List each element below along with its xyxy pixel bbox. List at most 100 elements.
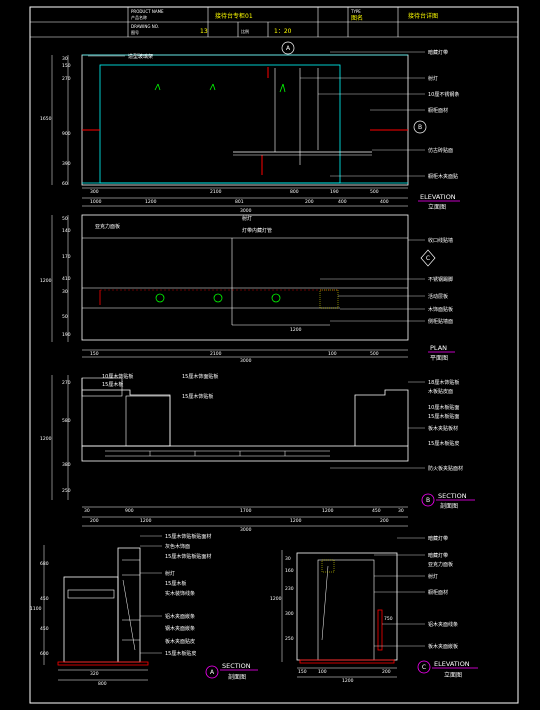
plan-dim-left-1: 50 bbox=[62, 216, 68, 222]
seca-dim-left-3: 450 bbox=[40, 596, 49, 602]
elc-dim-bot-4: 200 bbox=[382, 669, 391, 675]
plan-label-7: 木饰面贴板 bbox=[428, 306, 453, 313]
elev-dim-top-4: 190 bbox=[330, 189, 339, 195]
plan-label-2: 射灯 bbox=[242, 215, 252, 222]
elevation-outline bbox=[81, 54, 409, 186]
plan-dim-left-3: 170 bbox=[62, 254, 71, 260]
marker-b-right-label: B bbox=[418, 124, 422, 131]
secb-dim-left-3: 1200 bbox=[40, 436, 52, 442]
secb-dim-b-3: 1200 bbox=[290, 518, 302, 524]
seca-label-7: 铝木夹面嵌条 bbox=[165, 613, 195, 620]
seca-label-8: 钢木夹面嵌条 bbox=[165, 625, 195, 632]
secb-label-r2: 木板贴皮面 bbox=[428, 388, 453, 395]
section-a-wall bbox=[117, 547, 141, 663]
plan-label-3: 灯带内藏灯管 bbox=[242, 227, 272, 234]
seca-label-4: 射灯 bbox=[165, 570, 175, 577]
secb-dim-b-1: 200 bbox=[90, 518, 99, 524]
section-b-right-cabinet bbox=[354, 389, 409, 446]
plan-dim-inner: 1200 bbox=[290, 327, 302, 333]
secb-dim-b-2: 1200 bbox=[140, 518, 152, 524]
plan-dim-left-5: 30 bbox=[62, 289, 68, 295]
elev-dim-bot-6: 400 bbox=[380, 199, 389, 205]
elc-dim-bot-1: 150 bbox=[298, 669, 307, 675]
plan-dim-bot-1: 150 bbox=[90, 351, 99, 357]
section-a-title: SECTION bbox=[222, 662, 251, 670]
elc-dim-left-6: 1200 bbox=[270, 596, 282, 602]
secb-dim-total: 3000 bbox=[240, 527, 252, 533]
seca-label-10: 15厘木板贴皮 bbox=[165, 650, 196, 657]
section-marker-c bbox=[420, 249, 436, 267]
elev-dim-total: 3000 bbox=[240, 208, 252, 214]
plan-dim-bot-2: 2100 bbox=[210, 351, 222, 357]
plan-light-2 bbox=[213, 293, 223, 303]
elev-dim-bot-4: 200 bbox=[305, 199, 314, 205]
plan-outline bbox=[81, 214, 409, 341]
secb-label-r3: 10厘木板贴面 bbox=[428, 404, 459, 411]
elc-label-3: 亚克力面板 bbox=[428, 561, 453, 568]
marker-c-label: C bbox=[426, 255, 430, 262]
drawing-no: 13 bbox=[200, 28, 208, 35]
elevation-title: ELEVATION bbox=[420, 193, 456, 201]
plan-dim-left-6: 1200 bbox=[40, 278, 52, 284]
section-marker-a-top bbox=[281, 41, 295, 55]
elc-label-2: 暗藏灯带 bbox=[428, 552, 448, 559]
plan-label-4: 收口线贴墙 bbox=[428, 237, 453, 244]
title-block bbox=[30, 7, 518, 38]
elc-dim-left-3: 230 bbox=[285, 586, 294, 592]
type-value: 接待台详图 bbox=[408, 12, 438, 20]
product-name-cn: 产品名称 bbox=[131, 14, 147, 20]
type-label: TYPE bbox=[350, 9, 361, 14]
product-name: 接待台专柜01 bbox=[215, 12, 253, 20]
elc-dim-left-5: 250 bbox=[285, 636, 294, 642]
secb-dim-left-1: 270 bbox=[62, 380, 71, 386]
elev-dim-top-5: 500 bbox=[370, 189, 379, 195]
elev-dim-left-2: 150 bbox=[62, 63, 71, 69]
elev-label-6: 仿古砖贴面 bbox=[428, 147, 453, 154]
plan-label-6: 活动层板 bbox=[428, 293, 448, 300]
marker-c-bottom-label: C bbox=[422, 664, 426, 671]
section-b-title: SECTION bbox=[438, 492, 467, 500]
seca-label-3: 15厘木饰贴板贴面材 bbox=[165, 553, 211, 560]
plan-dim-left-7: 50 bbox=[62, 314, 68, 320]
plan-dim-left-4: 410 bbox=[62, 276, 71, 282]
product-name-label: PRODUCT NAME bbox=[131, 9, 164, 14]
marker-b-label: B bbox=[426, 497, 430, 504]
elc-dim-inner: 750 bbox=[384, 616, 393, 622]
section-a-subtitle: 剖面图 bbox=[228, 673, 246, 681]
seca-dim-left-4: 450 bbox=[40, 626, 49, 632]
elevation-subtitle: 立面图 bbox=[428, 203, 446, 211]
scale-cn: 比例 bbox=[241, 28, 249, 34]
elev-dim-bot-1: 1000 bbox=[90, 199, 102, 205]
marker-a-label: A bbox=[210, 669, 215, 676]
secb-dim-a-1: 30 bbox=[84, 508, 90, 514]
plan-dim-bot-3: 100 bbox=[328, 351, 337, 357]
plan-label-5: 不锈钢踢脚 bbox=[428, 276, 453, 283]
plan-dim-left-2: 140 bbox=[62, 228, 71, 234]
elc-label-6: 铝木夹面线条 bbox=[428, 621, 458, 628]
elev-dim-left-5: 390 bbox=[62, 161, 71, 167]
elev-label-3: 射灯 bbox=[428, 75, 438, 82]
elev-label-2: 暗藏灯带 bbox=[428, 49, 448, 56]
type-cn: 图名 bbox=[351, 14, 363, 22]
section-marker-b bbox=[421, 493, 435, 507]
elev-label-4: 10厘不锈钢条 bbox=[428, 91, 459, 98]
seca-dim-left-1: 1100 bbox=[30, 606, 42, 612]
seca-label-5: 15厘木板 bbox=[165, 580, 186, 587]
secb-dim-left-4: 380 bbox=[62, 462, 71, 468]
plan-hatch bbox=[319, 289, 339, 309]
plan-label-8: 侧柜贴墙面 bbox=[428, 318, 453, 325]
secb-label-r1: 18厘木饰贴板 bbox=[428, 379, 459, 386]
section-marker-a bbox=[205, 665, 219, 679]
section-b-view: B 270 580 1200 380 250 30 900 1700 1200 … bbox=[40, 373, 475, 533]
plan-dim-total: 3000 bbox=[240, 358, 252, 364]
secb-label-r7: 防火板夹贴面材 bbox=[428, 465, 463, 472]
elc-label-1: 暗藏灯带 bbox=[428, 535, 448, 542]
elevation-c-view: 1200 30 160 230 300 250 750 150 100 1200… bbox=[270, 535, 478, 684]
elev-dim-bot-5: 400 bbox=[338, 199, 347, 205]
elev-dim-top-3: 800 bbox=[290, 189, 299, 195]
secb-label-r4: 15厘木板贴面 bbox=[428, 413, 459, 420]
plan-dim-bot-4: 500 bbox=[370, 351, 379, 357]
elc-dim-left-1: 30 bbox=[285, 556, 291, 562]
seca-dim-bot-2: 800 bbox=[98, 681, 107, 687]
